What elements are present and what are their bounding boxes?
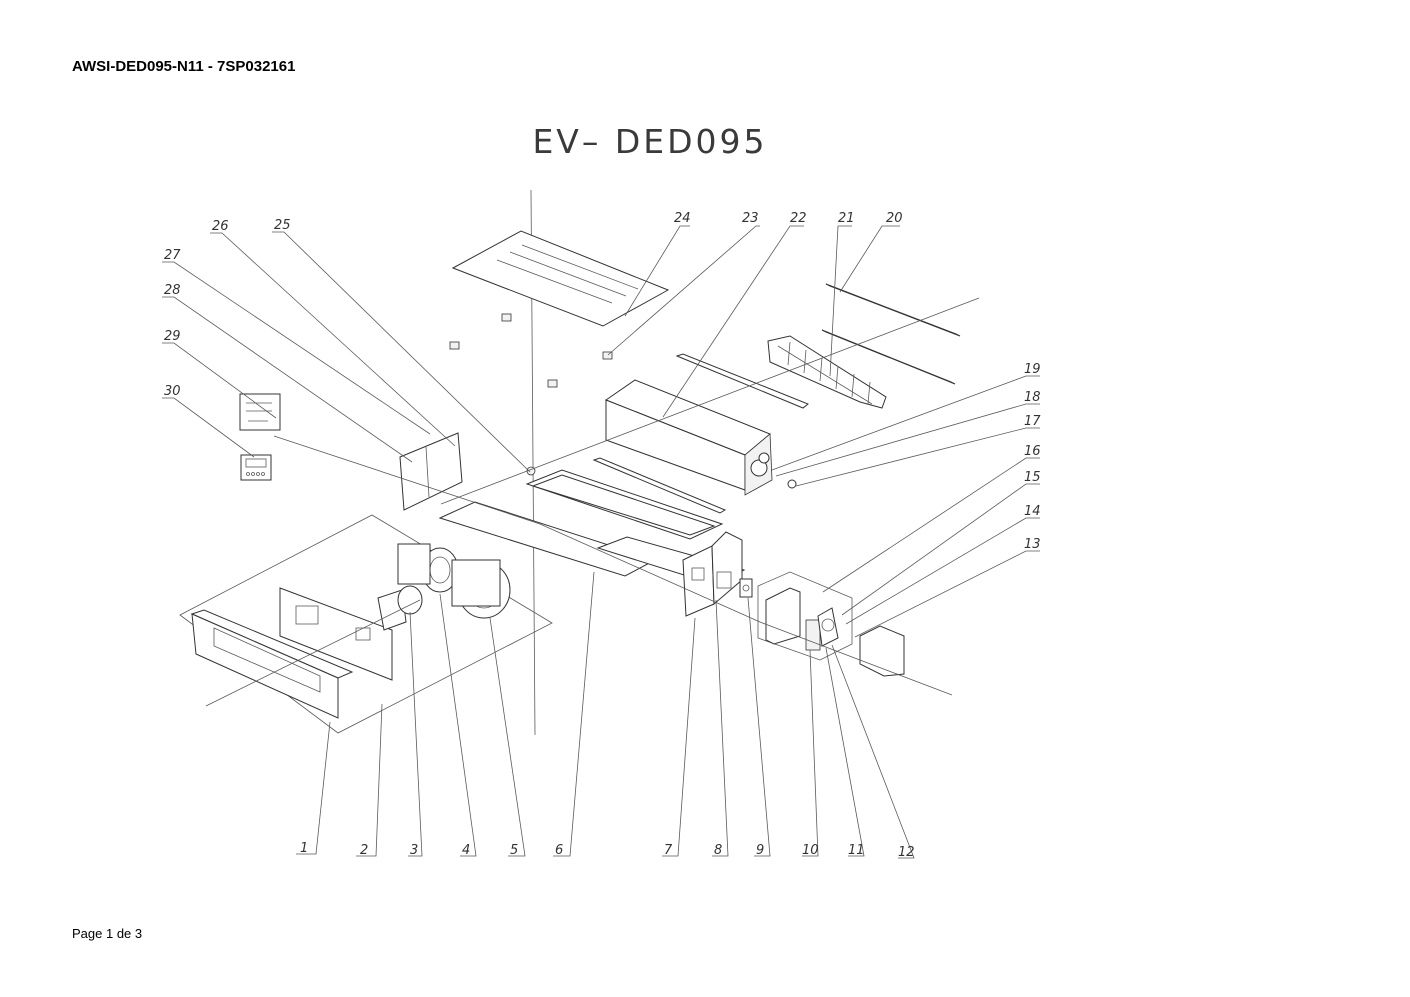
manual-document xyxy=(239,393,281,431)
part-label-5: 5 xyxy=(510,843,518,858)
page-footer: Page 1 de 3 xyxy=(72,926,143,941)
part-label-25: 25 xyxy=(274,218,291,233)
document-header: AWSI-DED095-N11 - 7SP032161 xyxy=(72,58,296,75)
wired-controller xyxy=(240,454,272,481)
part-number-labels: 1 2 3 4 5 6 7 8 9 10 11 12 13 14 15 16 1… xyxy=(164,211,1041,860)
part-label-20: 20 xyxy=(886,211,903,226)
part-label-19: 19 xyxy=(1024,362,1041,377)
part-label-12: 12 xyxy=(898,845,915,860)
part-label-16: 16 xyxy=(1024,444,1041,459)
part-label-27: 27 xyxy=(164,248,181,263)
part-label-9: 9 xyxy=(756,843,764,858)
model-title: EV– DED095 xyxy=(532,122,768,161)
frame-panels xyxy=(438,466,746,586)
part-label-29: 29 xyxy=(164,329,181,344)
part-label-17: 17 xyxy=(1024,414,1041,429)
part-label-24: 24 xyxy=(674,211,691,226)
part-label-22: 22 xyxy=(790,211,807,226)
part-label-1: 1 xyxy=(300,841,308,856)
part-label-11: 11 xyxy=(848,843,865,858)
part-label-8: 8 xyxy=(714,843,722,858)
part-label-28: 28 xyxy=(164,283,181,298)
filter-rails xyxy=(821,283,961,385)
part-label-3: 3 xyxy=(410,843,418,858)
part-label-26: 26 xyxy=(212,219,229,234)
mounting-brackets xyxy=(449,313,613,388)
part-label-15: 15 xyxy=(1024,470,1041,485)
side-panel xyxy=(399,432,463,511)
part-label-30: 30 xyxy=(164,384,181,399)
leader-lines xyxy=(162,225,1040,859)
front-panel xyxy=(190,609,354,719)
part-label-10: 10 xyxy=(802,843,819,858)
part-label-13: 13 xyxy=(1024,537,1041,552)
top-cover-panel xyxy=(451,230,670,327)
part-label-23: 23 xyxy=(742,211,759,226)
evaporator-housing xyxy=(592,353,809,514)
part-label-14: 14 xyxy=(1024,504,1041,519)
part-label-4: 4 xyxy=(462,843,470,858)
control-box-assembly xyxy=(757,571,905,677)
air-filter xyxy=(767,335,887,409)
part-label-18: 18 xyxy=(1024,390,1041,405)
blower-assembly xyxy=(279,543,511,681)
part-label-2: 2 xyxy=(360,843,368,858)
part-label-6: 6 xyxy=(555,843,563,858)
part-label-21: 21 xyxy=(838,211,855,226)
part-label-7: 7 xyxy=(664,843,673,858)
electrical-box-parts xyxy=(682,531,753,617)
